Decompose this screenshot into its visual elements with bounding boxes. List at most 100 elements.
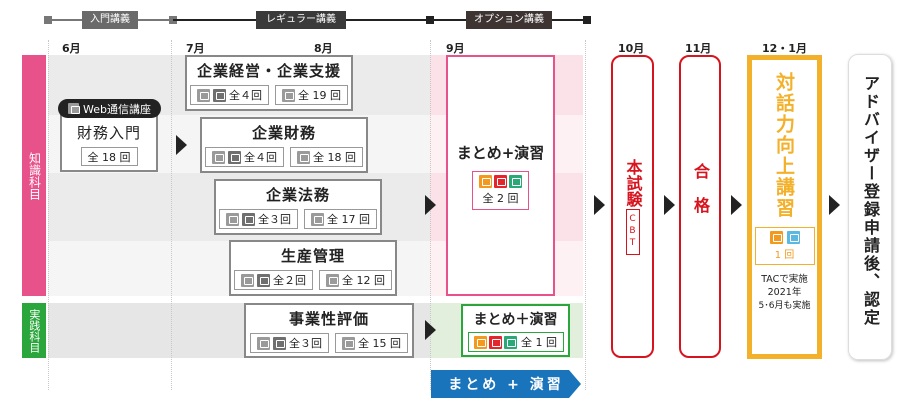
web-lecture-icon — [509, 174, 522, 188]
month-aug: 8月 — [314, 42, 333, 55]
course-title: 企業経営・企業支援 — [196, 62, 341, 80]
flow-arrow-icon — [731, 195, 742, 215]
category-knowledge-label: 知識科目 — [27, 151, 42, 200]
flow-arrow-icon — [425, 195, 436, 215]
count-text: 全 15 回 — [358, 337, 401, 350]
category-practice-label: 実践科目 — [27, 308, 41, 353]
count-text: 全４回 — [244, 151, 277, 164]
dialogue-title: 対話力向上講習 — [773, 72, 795, 219]
video-icon — [257, 273, 270, 287]
month-dec-jan: 12・1月 — [762, 42, 807, 55]
count-text: 全 19 回 — [298, 89, 341, 102]
badge-label: Web通信講座 — [83, 102, 151, 116]
certification-title: アドバイザー登録申請後、認定 — [861, 75, 880, 327]
web-lecture-icon — [297, 150, 310, 164]
exam-box[interactable]: 本試験 CBT — [611, 55, 654, 358]
course-title: 事業性評価 — [288, 310, 369, 328]
phase-regular: レギュラー講義 — [256, 11, 346, 29]
note-line: 5･6月も実施 — [758, 300, 811, 311]
count-text: 全 12 回 — [342, 274, 385, 287]
grid-line — [430, 40, 431, 390]
count-text: 全 18 回 — [313, 151, 356, 164]
course-title: 財務入門 — [76, 124, 141, 142]
video-icon — [489, 335, 502, 349]
classroom-icon — [257, 336, 270, 350]
exam-title: 本試験 — [623, 158, 643, 207]
course-legal[interactable]: 企業法務 全３回 全 17 回 — [214, 179, 382, 235]
note-line: 2021年 — [767, 286, 802, 298]
flow-arrow-icon — [594, 195, 605, 215]
dialogue-note: TACで実施 2021年 5･6月も実施 — [759, 274, 811, 312]
option-count-chip: 全 2 回 — [472, 170, 529, 210]
option-title: まとめ＋演習 — [473, 312, 558, 328]
classroom-icon — [474, 335, 487, 349]
phase-intro: 入門講義 — [82, 11, 138, 29]
course-production[interactable]: 生産管理 全２回 全 12 回 — [229, 240, 397, 296]
count-text: 全３回 — [258, 213, 291, 226]
phase-option: オプション講義 — [466, 11, 552, 29]
flow-arrow-icon — [664, 195, 675, 215]
count-text: 1 回 — [774, 250, 795, 261]
web-lecture-icon — [311, 212, 324, 226]
grid-line — [48, 40, 49, 390]
option-title: まとめ+演習 — [456, 143, 545, 162]
course-business-evaluation[interactable]: 事業性評価 全３回 全 15 回 — [244, 303, 414, 358]
web-count-chip: 全 18 回 — [290, 147, 363, 167]
count-text: 全３回 — [289, 337, 322, 350]
live-count-chip: 全４回 — [205, 147, 284, 167]
count-text: 全 1 回 — [521, 336, 557, 349]
month-jun: 6月 — [62, 42, 81, 55]
pass-title: 合格 — [691, 162, 710, 231]
video-icon — [273, 336, 286, 350]
flow-arrow-icon — [425, 320, 436, 340]
note-line: TACで実施 — [761, 274, 808, 285]
web-count-chip: 全 19 回 — [275, 85, 348, 105]
flow-arrow-icon — [829, 195, 840, 215]
pass-box[interactable]: 合格 — [679, 55, 721, 358]
count-text: 全２回 — [273, 274, 306, 287]
month-jul: 7月 — [186, 42, 205, 55]
classroom-icon — [769, 231, 783, 244]
web-lecture-icon — [68, 103, 80, 114]
web-lecture-icon — [282, 88, 295, 102]
live-count-chip: 全４回 — [190, 85, 269, 105]
month-oct: 10月 — [618, 42, 645, 55]
count-text: 全 2 回 — [482, 191, 519, 205]
live-count-chip: 全２回 — [234, 270, 313, 290]
video-icon — [494, 174, 507, 188]
video-icon — [786, 231, 800, 244]
month-nov: 11月 — [685, 42, 712, 55]
option-knowledge-box[interactable]: まとめ+演習 全 2 回 — [446, 55, 555, 296]
web-count-chip: 全 15 回 — [335, 333, 408, 353]
count-text: 全 18 回 — [87, 150, 131, 164]
web-lecture-icon — [504, 335, 517, 349]
flow-arrow-icon — [176, 135, 187, 155]
course-finance[interactable]: 企業財務 全４回 全 18 回 — [200, 117, 368, 173]
classroom-icon — [197, 88, 210, 102]
category-knowledge: 知識科目 — [22, 55, 46, 296]
month-sep: 9月 — [446, 42, 465, 55]
category-practice: 実践科目 — [22, 303, 46, 358]
course-title: 生産管理 — [280, 247, 345, 265]
web-count-chip: 全 12 回 — [319, 270, 392, 290]
course-count: 全 18 回 — [80, 147, 138, 166]
course-title: 企業財務 — [251, 124, 316, 142]
web-lecture-icon — [326, 273, 339, 287]
exam-cbt-label: CBT — [625, 208, 640, 255]
banner-label: まとめ + 演習 — [448, 377, 564, 393]
video-icon — [242, 212, 255, 226]
course-management[interactable]: 企業経営・企業支援 全４回 全 19 回 — [185, 55, 353, 111]
count-text: 全４回 — [229, 89, 262, 102]
grid-line — [171, 40, 172, 390]
live-count-chip: 全３回 — [219, 209, 298, 229]
video-icon — [213, 88, 226, 102]
web-lecture-icon — [342, 336, 355, 350]
timeline-end-marker — [583, 16, 591, 24]
classroom-icon — [212, 150, 225, 164]
option-practice-box[interactable]: まとめ＋演習 全 1 回 — [461, 304, 570, 357]
dialogue-count-chip: 1 回 — [754, 227, 815, 265]
dialogue-course-box[interactable]: 対話力向上講習 1 回 TACで実施 2021年 5･6月も実施 — [747, 55, 822, 359]
certification-box[interactable]: アドバイザー登録申請後、認定 — [848, 54, 892, 360]
course-intro-finance[interactable]: 財務入門 全 18 回 — [60, 110, 158, 172]
grid-line — [585, 40, 586, 390]
